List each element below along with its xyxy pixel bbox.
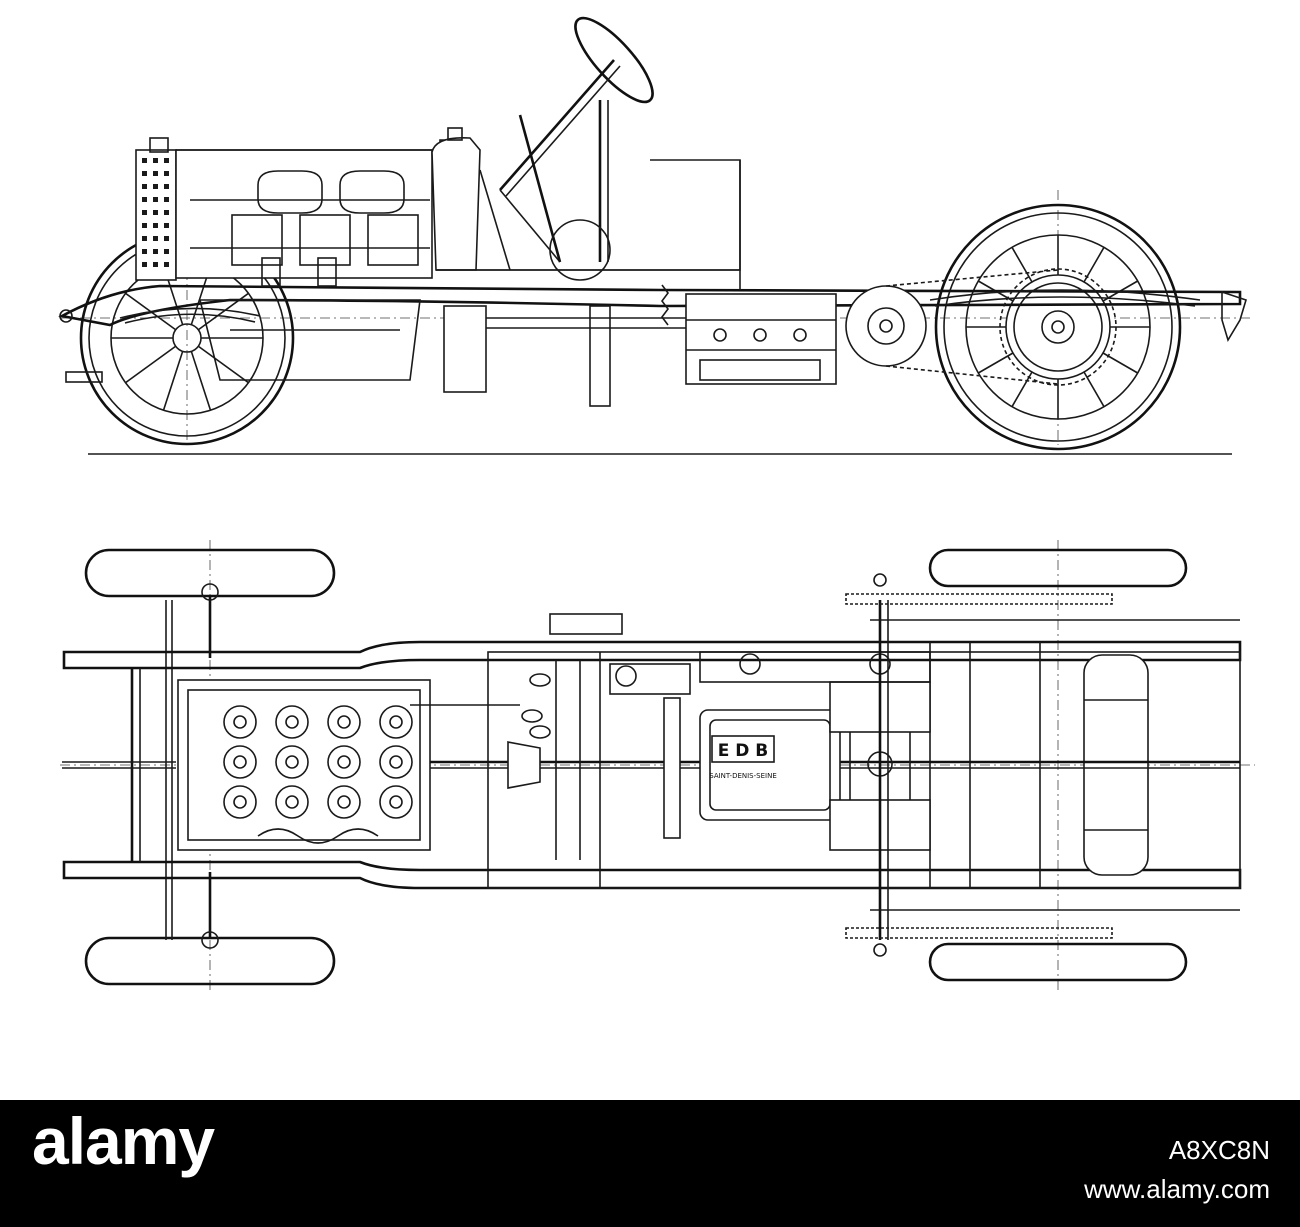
cylinder-valve (275, 705, 309, 739)
engine-plan (177, 679, 431, 851)
watermark-bar (0, 1100, 1300, 1227)
wheel-spoke (190, 351, 212, 411)
cylinder-valve-stem (233, 715, 247, 729)
cylinder-valve (379, 785, 413, 819)
wheel-spoke (125, 345, 177, 384)
cylinder-valve-stem (233, 795, 247, 809)
radiator-cell (153, 158, 158, 163)
wheel-spoke (977, 352, 1014, 374)
chassis-rail-side (58, 284, 1242, 327)
cylinder-valve (379, 745, 413, 779)
drive-chain-upper (845, 593, 1113, 605)
maker-stamp-letters: E D B (718, 741, 769, 761)
maker-stamp-box (711, 735, 775, 763)
radiator-side (135, 137, 177, 281)
cylinder-valve-stem (337, 715, 351, 729)
plan-view: E D B SAINT-DENIS-SEINE (60, 540, 1255, 990)
radiator-cell (164, 249, 169, 254)
chassis-technical-drawing: E D B SAINT-DENIS-SEINE (58, 16, 1255, 990)
radiator-cell (164, 210, 169, 215)
cylinder-valve-stem (233, 755, 247, 769)
radiator-cell (153, 171, 158, 176)
radiator-cell (164, 184, 169, 189)
radiator-cell (164, 236, 169, 241)
radiator-cell (142, 197, 147, 202)
radiator-cell (164, 171, 169, 176)
wheel-spoke (197, 345, 249, 384)
radiator-cell (164, 197, 169, 202)
tool-box-side (443, 305, 487, 393)
front-wheel-side (79, 230, 295, 446)
cylinder-valve (275, 785, 309, 819)
image-id: A8XC8N (1168, 1135, 1270, 1165)
cylinder-valve-stem (285, 755, 299, 769)
radiator-cell (153, 262, 158, 267)
cylinder-valve-stem (389, 755, 403, 769)
radiator-cell (153, 236, 158, 241)
radiator-cell (153, 184, 158, 189)
radiator-cell (142, 262, 147, 267)
radiator-cell (142, 249, 147, 254)
cylinder-valve (327, 745, 361, 779)
gearbox-side (661, 284, 837, 385)
radiator-cell (164, 158, 169, 163)
site-url: www.alamy.com (1084, 1174, 1270, 1204)
alamy-logo: alamy (32, 1104, 215, 1178)
engine-side (175, 139, 481, 381)
differential-side (845, 268, 1117, 386)
cylinder-valve (223, 705, 257, 739)
cylinder-valve (275, 745, 309, 779)
cylinder-valve (327, 785, 361, 819)
radiator-cell (153, 249, 158, 254)
dashboard-seat (431, 127, 741, 290)
cylinder-valve (223, 785, 257, 819)
drive-chain-lower (845, 927, 1113, 939)
maker-stamp-city: SAINT-DENIS-SEINE (709, 772, 777, 780)
radiator-cell (164, 223, 169, 228)
cylinder-valve (379, 705, 413, 739)
radiator-cell (153, 223, 158, 228)
control-levers-side (518, 100, 611, 281)
radiator-cell (153, 197, 158, 202)
cylinder-valve-stem (285, 715, 299, 729)
brake-assembly-plan (549, 613, 623, 635)
wheel-spoke (1083, 371, 1105, 408)
radiator-cell (142, 223, 147, 228)
cylinder-valve (223, 745, 257, 779)
cylinder-valve-stem (389, 715, 403, 729)
radiator-cell (142, 184, 147, 189)
rear-right-tyre-plan (928, 942, 1188, 982)
cylinder-valve-stem (337, 755, 351, 769)
cylinder-valve-stem (337, 795, 351, 809)
radiator-cell (142, 171, 147, 176)
cylinder-valve (327, 705, 361, 739)
radiator-cell (164, 262, 169, 267)
wheel-spoke (1011, 246, 1033, 283)
radiator-cell (153, 210, 158, 215)
rear-left-tyre-plan (928, 548, 1188, 588)
fuel-tank-plan (1083, 654, 1149, 876)
radiator-cell (142, 158, 147, 163)
radiator-cell (142, 210, 147, 215)
cylinder-valve-stem (389, 795, 403, 809)
radiator-cell (142, 236, 147, 241)
side-elevation-view (58, 16, 1250, 455)
wheel-spoke (162, 351, 184, 411)
gearbox-plan: E D B SAINT-DENIS-SEINE (699, 709, 911, 821)
cylinder-valve-stem (285, 795, 299, 809)
rear-wheel-side (934, 203, 1182, 451)
